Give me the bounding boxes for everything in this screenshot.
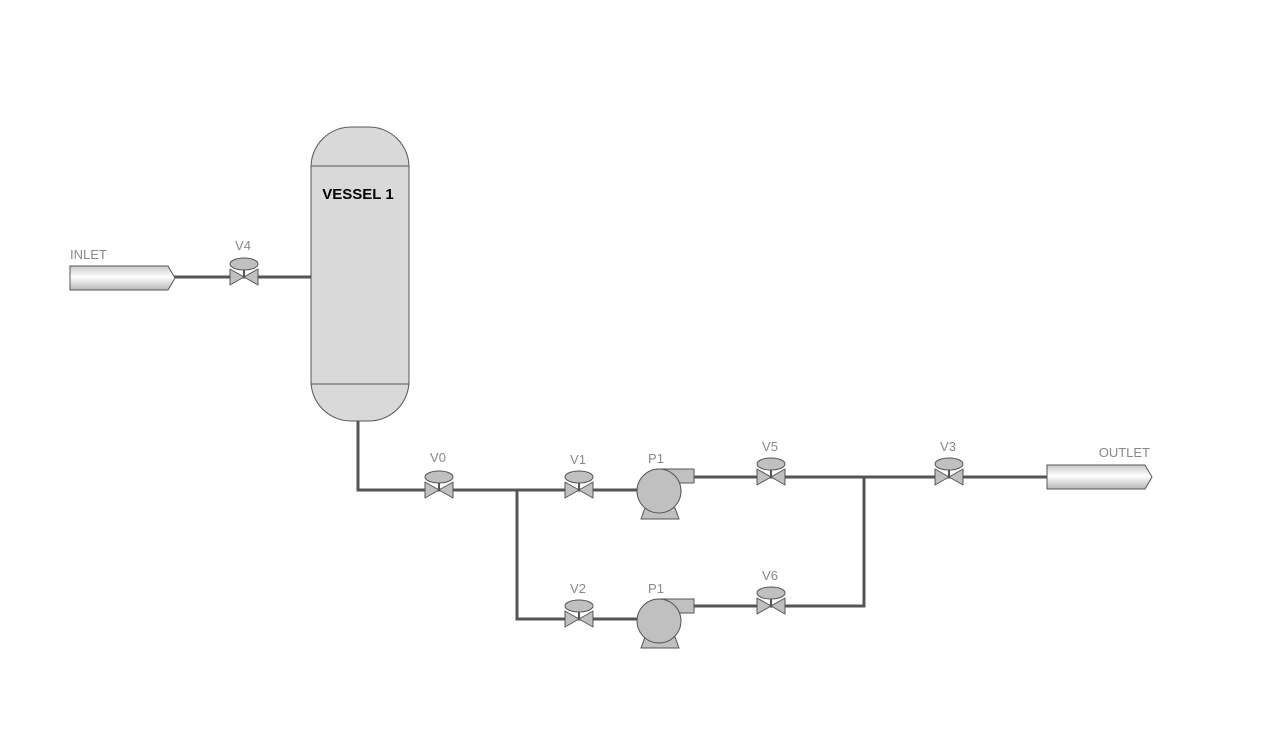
outlet-nozzle[interactable]: OUTLET [1046, 445, 1153, 490]
valve-v0[interactable]: V0 [424, 450, 454, 499]
valve-v0-label: V0 [430, 450, 446, 465]
valve-v3-label: V3 [940, 439, 956, 454]
valve-v4[interactable]: V4 [229, 238, 259, 286]
valve-v1[interactable]: V1 [564, 452, 594, 499]
valve-v2-label: V2 [570, 581, 586, 596]
valve-v5-label: V5 [762, 439, 778, 454]
pipe-lower-branch-out [692, 477, 866, 608]
pipe-vessel-to-manifold [356, 421, 517, 492]
pump-p1-upper-label: P1 [648, 451, 664, 466]
pump-p1-lower-label: P1 [648, 581, 664, 596]
pump-p1-lower[interactable]: P1 [636, 581, 695, 649]
vessel-label: VESSEL 1 [322, 186, 393, 203]
inlet-label: INLET [70, 247, 107, 262]
pipe-lower-branch-in [515, 490, 640, 621]
outlet-label: OUTLET [1099, 445, 1150, 460]
vessel-1[interactable]: VESSEL 1 [310, 126, 410, 422]
valve-v2[interactable]: V2 [564, 581, 594, 628]
pump-p1-upper[interactable]: P1 [636, 451, 695, 520]
valve-v1-label: V1 [570, 452, 586, 467]
valve-v4-label: V4 [235, 238, 251, 253]
valve-v6[interactable]: V6 [756, 568, 786, 615]
inlet-nozzle[interactable]: INLET [69, 247, 176, 291]
valve-v3[interactable]: V3 [934, 439, 964, 486]
valve-v6-label: V6 [762, 568, 778, 583]
pipe-network [174, 275, 1048, 621]
valve-v5[interactable]: V5 [756, 439, 786, 486]
